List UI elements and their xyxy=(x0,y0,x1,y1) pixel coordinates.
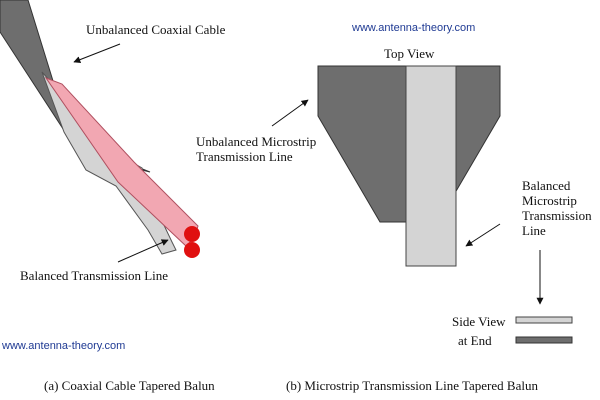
label-unbalanced-coaxial-cable: Unbalanced Coaxial Cable xyxy=(86,22,226,37)
arrow-balanced-line xyxy=(117,239,169,263)
balanced-conductor-end-1 xyxy=(184,226,200,242)
watermark-bottom: www.antenna-theory.com xyxy=(2,340,126,352)
label-top-view: Top View xyxy=(384,46,435,61)
coax-inner-conductor xyxy=(44,76,199,247)
balanced-conductor-end-2 xyxy=(184,242,200,258)
label-side-view: Side View xyxy=(452,314,506,329)
arrow-unbalanced-microstrip xyxy=(271,99,309,127)
side-view-ground xyxy=(515,336,573,344)
label-balanced-transmission-line: Balanced Transmission Line xyxy=(20,268,169,283)
arrow-coax xyxy=(73,43,121,63)
arrow-balanced-microstrip xyxy=(465,223,501,247)
caption-microstrip-balun: (b) Microstrip Transmission Line Tapered… xyxy=(286,378,538,393)
side-view-strip xyxy=(515,316,573,324)
microstrip-strip xyxy=(405,65,457,267)
label-balanced-microstrip-line4: Line xyxy=(522,223,546,238)
label-balanced-microstrip-line1: Balanced xyxy=(522,178,571,193)
microstrip-balun-drawing xyxy=(317,65,573,344)
label-unbalanced-microstrip-line1: Unbalanced Microstrip xyxy=(196,134,317,149)
watermark-top: www.antenna-theory.com xyxy=(352,22,476,34)
coax-balun-drawing xyxy=(0,0,200,258)
label-at-end: at End xyxy=(458,333,492,348)
label-balanced-microstrip-line3: Transmission xyxy=(522,208,592,223)
label-balanced-microstrip-line2: Microstrip xyxy=(522,193,577,208)
caption-coaxial-balun: (a) Coaxial Cable Tapered Balun xyxy=(44,378,215,393)
label-unbalanced-microstrip-line2: Transmission Line xyxy=(196,149,293,164)
